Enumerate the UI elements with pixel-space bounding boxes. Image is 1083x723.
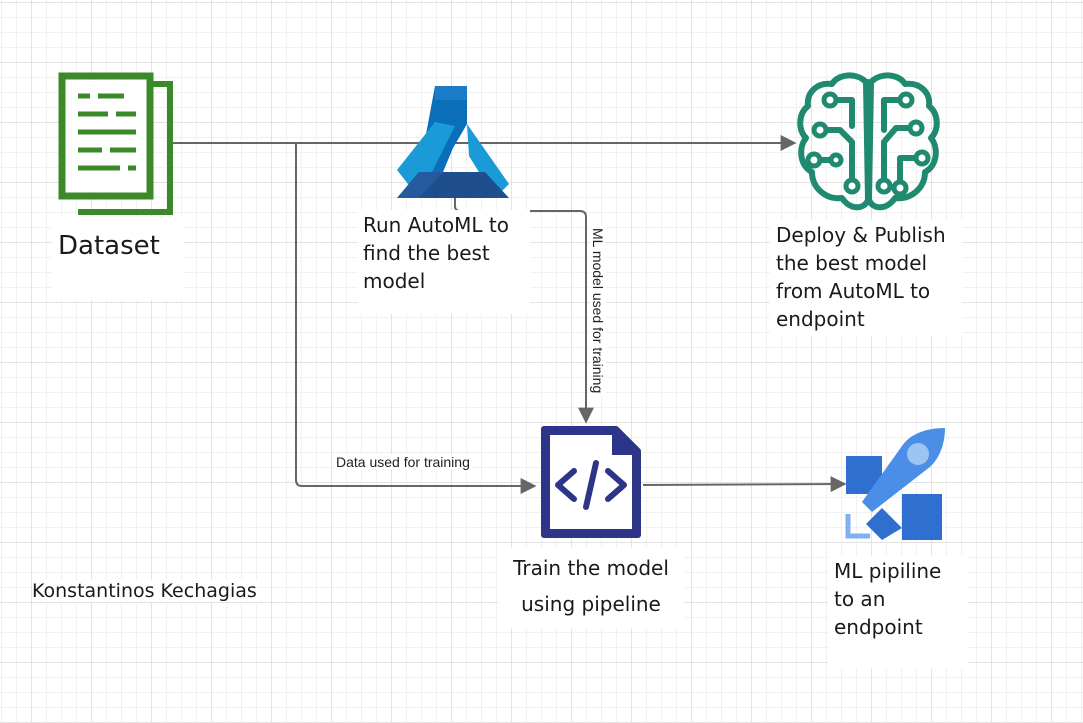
- deploy-label-line: from AutoML to: [776, 279, 931, 303]
- automl-label-line: find the best: [363, 241, 490, 265]
- endpoint-label-line: ML pipiline: [834, 559, 942, 583]
- deploy-label-line: the best model: [776, 251, 928, 275]
- author-name: Konstantinos Kechagias: [32, 580, 257, 602]
- endpoint-label-line: endpoint: [834, 615, 923, 639]
- edge-label-data-used: Data used for training: [334, 454, 472, 470]
- edge-label-model-used: ML model used for training: [590, 226, 606, 396]
- deploy-label: Deploy & Publish the best model from Aut…: [770, 220, 962, 336]
- code-file-icon: [541, 426, 641, 538]
- pipeline-label-line: using pipeline: [521, 592, 661, 616]
- automl-label-line: Run AutoML to: [363, 213, 509, 237]
- edge-pipeline-to-endpoint: [642, 476, 847, 493]
- dataset-label: Dataset: [52, 216, 184, 300]
- endpoint-label-line: to an: [834, 587, 886, 611]
- automl-label-line: model: [363, 269, 426, 293]
- azure-ml-flask-icon: [397, 86, 509, 198]
- automl-label: Run AutoML to find the best model: [358, 210, 530, 314]
- deploy-label-line: Deploy & Publish: [776, 223, 946, 247]
- edge-dataset-to-pipeline: [295, 143, 537, 494]
- brain-circuit-icon: [797, 72, 940, 211]
- endpoint-label: ML pipiline to an endpoint: [828, 556, 968, 668]
- document-icon: [58, 72, 173, 215]
- rocket-icon: [845, 428, 945, 540]
- pipeline-label-line: Train the model: [513, 556, 669, 580]
- deploy-label-line: endpoint: [776, 307, 865, 331]
- pipeline-label: Train the model using pipeline: [498, 548, 684, 628]
